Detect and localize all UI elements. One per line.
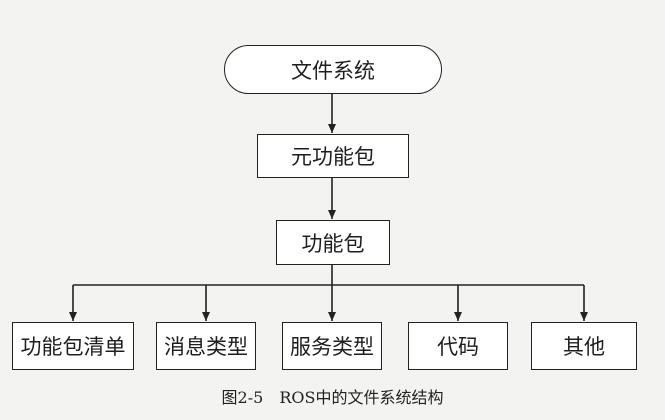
metapackage-node: 元功能包 bbox=[257, 134, 409, 178]
child-node-code: 代码 bbox=[408, 322, 508, 370]
root-node: 文件系统 bbox=[224, 45, 442, 94]
child-node-other: 其他 bbox=[531, 322, 637, 370]
child-node-message-types: 消息类型 bbox=[156, 322, 256, 370]
figure-caption: 图2-5 ROS中的文件系统结构 bbox=[221, 388, 444, 407]
child-node-package-manifest: 功能包清单 bbox=[12, 322, 134, 370]
child-node-service-types: 服务类型 bbox=[282, 322, 382, 370]
package-node: 功能包 bbox=[276, 220, 390, 265]
